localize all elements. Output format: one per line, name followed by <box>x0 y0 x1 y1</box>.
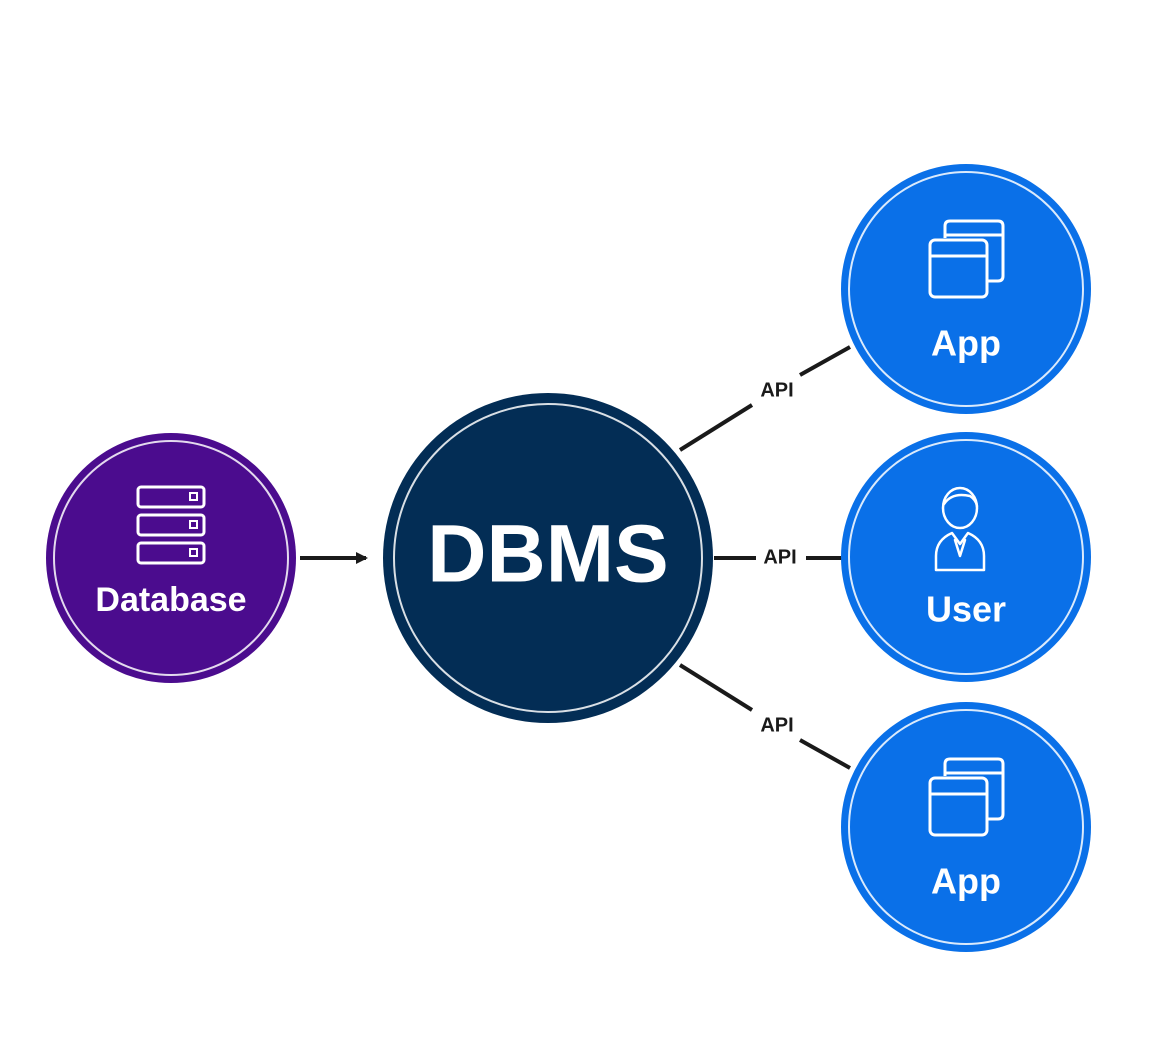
app-top-label: App <box>931 323 1001 364</box>
api-label-middle: API <box>763 546 796 568</box>
app-bottom-inner-ring <box>848 709 1084 945</box>
app-bottom-circle <box>841 702 1091 952</box>
database-circle <box>46 433 296 683</box>
dbms-node: DBMS <box>383 393 713 723</box>
user-node: User <box>841 432 1091 682</box>
api-connector-middle: API <box>714 546 842 568</box>
app-top-inner-ring <box>848 171 1084 407</box>
app-windows-icon <box>928 757 1005 837</box>
app-node-bottom: App <box>841 702 1091 952</box>
api-connector-top: API <box>678 345 851 452</box>
api-label-top: API <box>760 379 793 401</box>
api-label-bottom: API <box>760 714 793 736</box>
dbms-inner-ring <box>393 403 703 713</box>
app-windows-icon <box>928 219 1005 299</box>
user-circle <box>841 432 1091 682</box>
app-node-top: App <box>841 164 1091 414</box>
user-inner-ring <box>848 439 1084 675</box>
app-top-circle <box>841 164 1091 414</box>
database-node: Database <box>46 433 296 683</box>
app-bottom-label: App <box>931 861 1001 902</box>
dbms-circle <box>383 393 713 723</box>
dbms-label: DBMS <box>427 509 668 600</box>
api-connector-bottom: API <box>678 663 851 770</box>
database-inner-ring <box>53 440 289 676</box>
user-label: User <box>926 589 1006 630</box>
database-label: Database <box>95 581 246 619</box>
user-icon <box>934 486 986 572</box>
server-stack-icon <box>136 485 206 565</box>
